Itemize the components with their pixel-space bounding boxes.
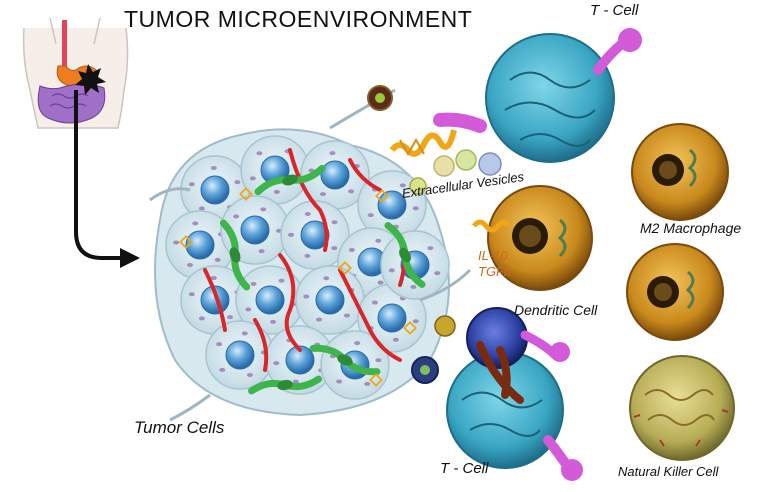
t-cell-top <box>485 28 642 163</box>
t-cell-bottom <box>446 351 583 481</box>
extracellular-vesicles <box>367 85 502 384</box>
page-title: TUMOR MICROENVIRONMENT <box>124 6 473 32</box>
esophagus-shape <box>62 20 67 68</box>
dendritic-cell <box>466 307 570 404</box>
fibroblast <box>384 222 426 288</box>
exosome-marker <box>403 321 417 335</box>
tumor-cluster <box>149 88 472 422</box>
exosome-marker <box>179 235 193 249</box>
receptor-complex <box>389 112 487 157</box>
label-tumor-cells: Tumor Cells <box>134 418 225 437</box>
tumor-cell <box>205 320 275 390</box>
label-il10: IL-10 <box>478 248 508 263</box>
label-t-cell-bottom: T - Cell <box>440 460 489 477</box>
tumor-cell <box>165 210 235 280</box>
label-nk-cell: Natural Killer Cell <box>618 464 719 479</box>
label-m2-macrophage: M2 Macrophage <box>640 220 742 236</box>
fibroblast <box>248 375 322 395</box>
exosome-marker <box>239 187 253 201</box>
tumor-cell <box>280 200 350 270</box>
m2-macrophage-a <box>631 123 729 221</box>
exosome-marker <box>369 373 383 387</box>
label-t-cell-top: T - Cell <box>590 2 639 19</box>
m2-macrophage-b <box>626 243 724 341</box>
exosome-marker <box>375 189 389 203</box>
blood-vessel <box>278 253 302 352</box>
blood-vessel <box>288 148 329 252</box>
tumor-cell <box>380 230 450 300</box>
fibroblast <box>309 344 381 376</box>
flow-arrow-icon <box>74 90 140 268</box>
nk-cell <box>629 355 735 461</box>
blood-vessel <box>348 158 382 192</box>
intestine-shape <box>37 83 106 124</box>
tumor-star-icon <box>75 64 106 95</box>
tumor-cell <box>300 140 370 210</box>
fibroblast <box>254 164 326 196</box>
body-outline-icon <box>22 17 129 129</box>
blood-vessel <box>203 268 227 332</box>
blood-vessel <box>338 268 402 362</box>
label-dendritic-cell: Dendritic Cell <box>514 302 598 318</box>
blood-vessel <box>253 318 269 372</box>
fibroblast <box>219 219 251 291</box>
label-tgfb: TGFb <box>478 264 512 279</box>
exosome-marker <box>338 261 352 275</box>
macrophage-mid <box>472 185 593 291</box>
